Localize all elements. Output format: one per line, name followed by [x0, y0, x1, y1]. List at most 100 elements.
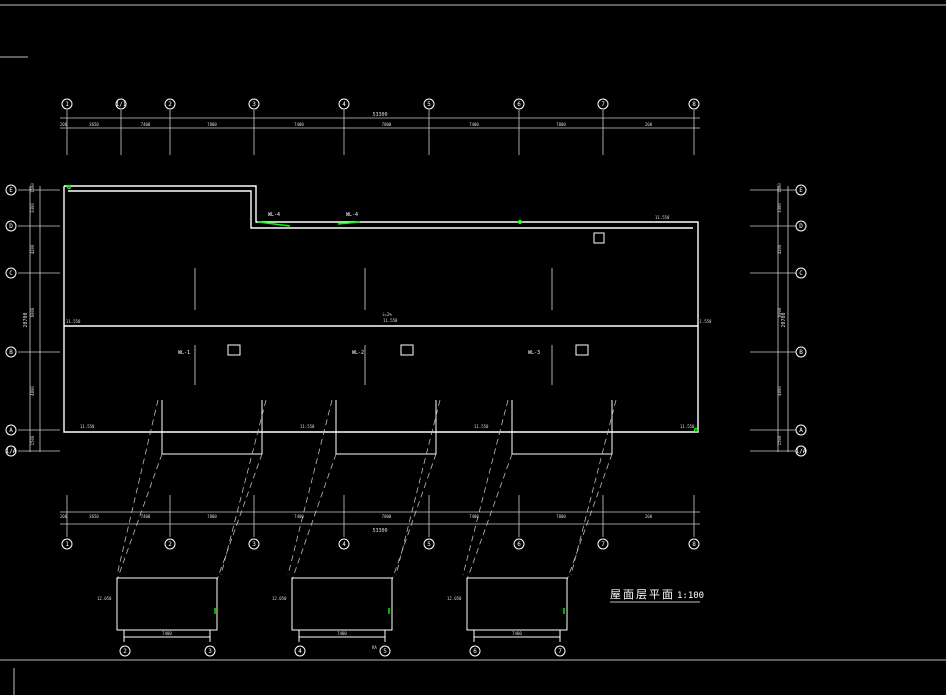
- side-dim-left-0: 1500: [30, 183, 35, 193]
- side-dim-right-4: 4800: [777, 386, 782, 396]
- axis-bubble-bottom-7-label: 8: [692, 541, 696, 548]
- axis-bubble-top-8: 8: [688, 98, 700, 110]
- axis-bubble-top-8-label: 8: [692, 101, 696, 108]
- elevation-label-bay2: 11.550: [300, 424, 315, 429]
- dim-top-3: 7800: [207, 122, 217, 127]
- axis-bubble-top-4: 4: [338, 98, 350, 110]
- side-dim-right-5: 1500: [777, 435, 782, 445]
- axis-bubble-top-1: 1/1: [115, 98, 127, 110]
- axis-bubble-bottom-6-label: 7: [601, 541, 605, 548]
- slope-tag-3: WL-3: [528, 350, 540, 356]
- roof-hatches: [227, 232, 605, 356]
- dim-top-7: 7800: [556, 122, 566, 127]
- axis-bubble-bottom-5-label: 6: [517, 541, 521, 548]
- axis-bubble-right-5-label: 1/A: [796, 448, 807, 455]
- axis-bubble-bottom-0-label: 1: [65, 541, 69, 548]
- axis-bubble-bottom-0: 1: [61, 538, 73, 550]
- axis-bubble-bottom-1-label: 2: [168, 541, 172, 548]
- axis-bubble-top-2-label: 2: [168, 101, 172, 108]
- axis-bubble-top-4-label: 4: [342, 101, 346, 108]
- elevation-label-right: 11.550: [697, 319, 712, 324]
- green-markers: [66, 184, 699, 614]
- detail-elev-3: 12.050: [447, 596, 462, 601]
- dim-bottom-3: 7800: [207, 514, 217, 519]
- elevation-label-bay3: 11.550: [474, 424, 489, 429]
- axis-bubble-left-1: D: [5, 220, 17, 232]
- top-total-dimension: 53300: [372, 112, 387, 118]
- bottom-axis-bubbles: 1 2 3 4 5 6 7 8: [61, 538, 700, 550]
- dim-bottom-1: 3650: [89, 514, 99, 519]
- top-axis-bubbles: 1 1/1 2 3 4 5 6 7 8: [61, 98, 700, 110]
- dim-bottom-6: 7400: [469, 514, 479, 519]
- axis-bubble-left-5: 1/A: [5, 445, 17, 457]
- axis-bubble-right-4-label: A: [799, 427, 803, 434]
- left-total-dimension: 20700: [23, 312, 29, 327]
- side-dim-right-1: 3300: [777, 203, 782, 213]
- dim-bottom-7: 7800: [556, 514, 566, 519]
- axis-bubble-top-5-label: 5: [427, 101, 431, 108]
- detail-bubble-1-1-label: 5: [383, 648, 387, 655]
- axis-bubble-left-0-label: E: [9, 187, 13, 194]
- side-dim-left-4: 4800: [30, 386, 35, 396]
- slope-tag-1: WL-1: [178, 350, 190, 356]
- drawing-title: 屋面层平面 1:100: [610, 588, 704, 603]
- axis-bubble-bottom-6: 7: [597, 538, 609, 550]
- detail-bubble-0-1: 3: [204, 645, 216, 657]
- detail-bubble-2-1: 7: [554, 645, 566, 657]
- side-dim-left-5: 1500: [30, 435, 35, 445]
- axis-bubble-right-3-label: B: [799, 349, 803, 356]
- dim-bottom-5: 7800: [382, 514, 392, 519]
- detail-bubble-2-0-label: 6: [473, 648, 477, 655]
- side-dim-right-0: 1500: [777, 183, 782, 193]
- side-dim-right-2: 4200: [777, 244, 782, 254]
- dim-bottom-8: 200: [645, 514, 653, 519]
- axis-bubble-top-7-label: 7: [601, 101, 605, 108]
- slope-label-1: i=2%: [382, 312, 392, 317]
- dim-top-0: 200: [60, 122, 68, 127]
- axis-bubble-bottom-2-label: 3: [252, 541, 256, 548]
- slope-tag-top-2: WL-4: [346, 212, 358, 218]
- side-rails: [29, 186, 789, 452]
- axis-bubble-right-1: D: [795, 220, 807, 232]
- axis-bubble-bottom-4: 5: [423, 538, 435, 550]
- axis-bubble-top-6-label: 6: [517, 101, 521, 108]
- bottom-total-dimension: 53300: [372, 528, 387, 534]
- dim-top-1: 3650: [89, 122, 99, 127]
- dim-top-4: 7400: [294, 122, 304, 127]
- drawing-frame: [0, 4, 946, 695]
- side-dim-left-1: 3300: [30, 203, 35, 213]
- axis-bubble-right-4: A: [795, 424, 807, 436]
- axis-bubble-top-1-label: 1/1: [116, 101, 127, 108]
- axis-bubble-right-2: C: [795, 267, 807, 279]
- top-dimension-lines: [60, 117, 700, 525]
- axis-bubble-bottom-3-label: 4: [342, 541, 346, 548]
- dim-bottom-0: 200: [60, 514, 68, 519]
- axis-bubble-top-6: 6: [513, 98, 525, 110]
- axis-bubble-left-3: B: [5, 346, 17, 358]
- axis-bubble-top-3: 3: [248, 98, 260, 110]
- dim-bottom-4: 7400: [294, 514, 304, 519]
- axis-bubble-right-1-label: D: [799, 223, 803, 230]
- axis-bubble-left-2: C: [5, 267, 17, 279]
- left-axis-bubbles: E D C B A 1/A: [5, 184, 17, 457]
- dim-top-2: 7400: [141, 122, 151, 127]
- axis-bubble-top-3-label: 3: [252, 101, 256, 108]
- axis-bubble-bottom-3: 4: [338, 538, 350, 550]
- axis-bubble-left-0: E: [5, 184, 17, 196]
- axis-bubble-bottom-7: 8: [688, 538, 700, 550]
- dim-top-8: 200: [645, 122, 653, 127]
- projection-lines: [116, 399, 617, 581]
- dim-top-5: 7800: [382, 122, 392, 127]
- axis-bubble-top-0: 1: [61, 98, 73, 110]
- detail-dim-1: 7400: [162, 631, 172, 636]
- axis-lines: [18, 110, 796, 537]
- detail-bubble-0-0: 2: [119, 645, 131, 657]
- detail-dim-2: 7400: [337, 631, 347, 636]
- dim-bottom-2: 7400: [141, 514, 151, 519]
- axis-bubble-left-4-label: A: [9, 427, 13, 434]
- axis-bubble-top-7: 7: [597, 98, 609, 110]
